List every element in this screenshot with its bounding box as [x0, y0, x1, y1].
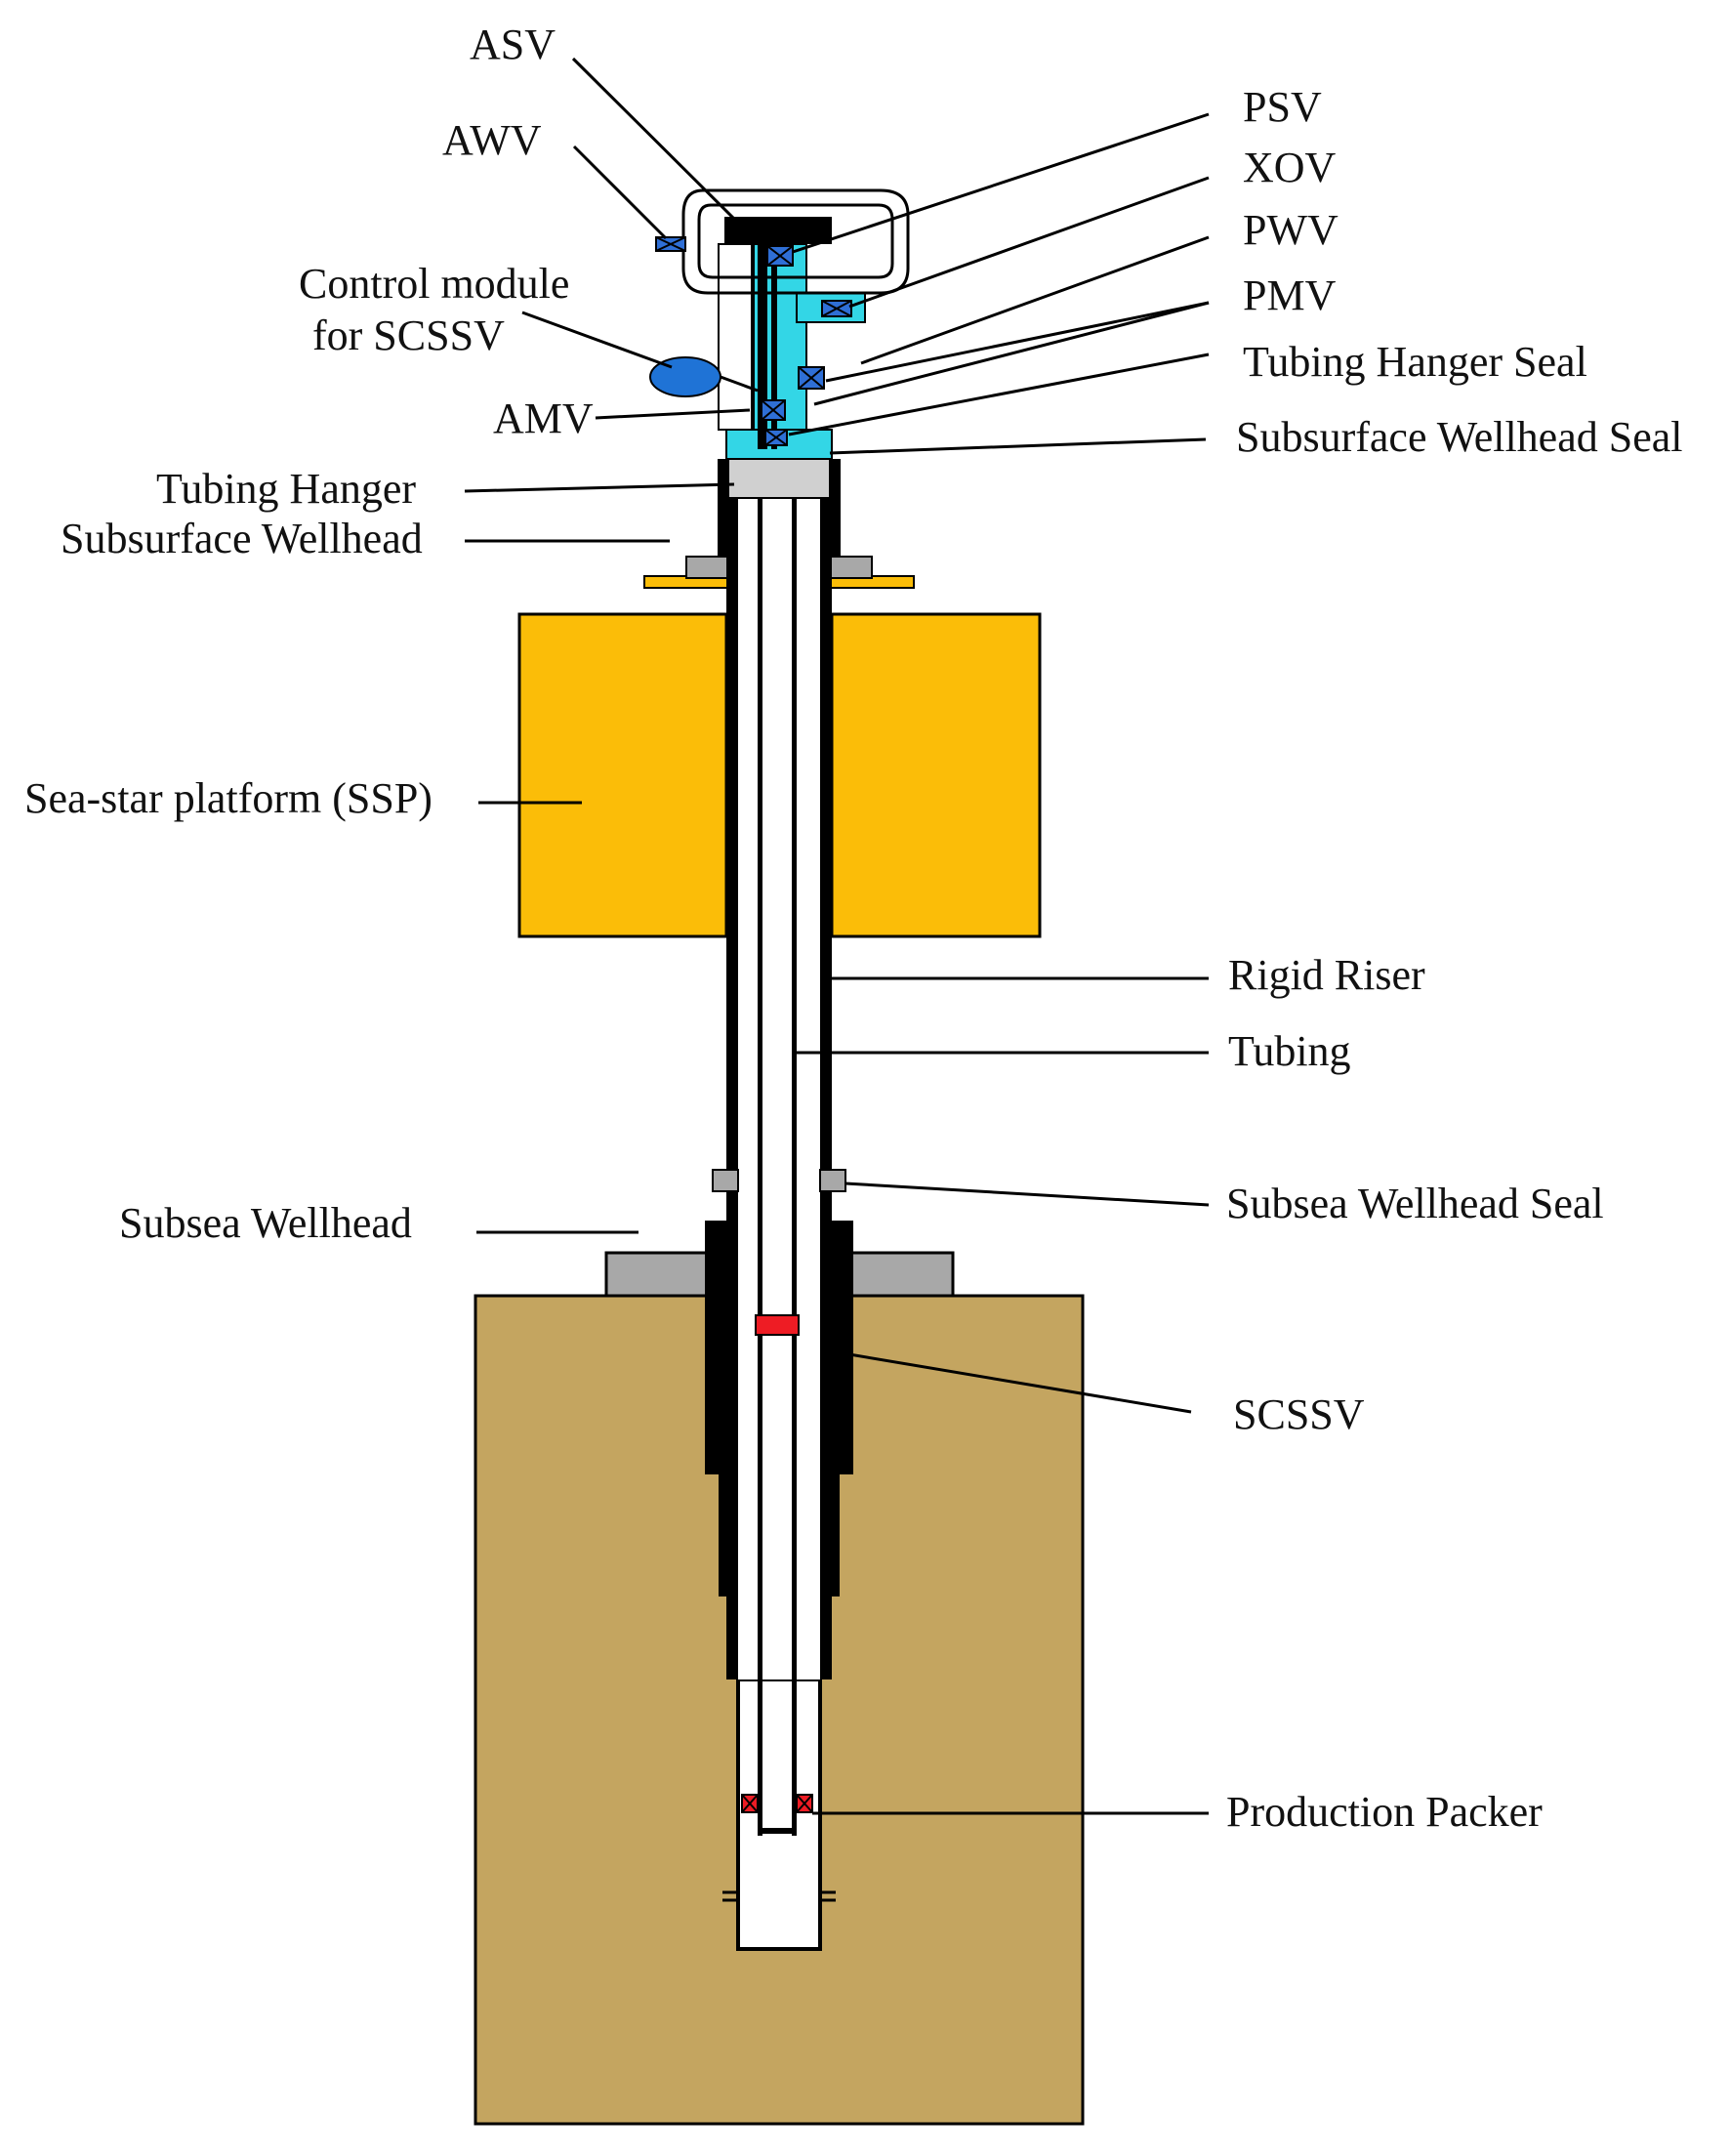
- perforations: [722, 1890, 836, 1902]
- pmv-valve: [764, 429, 788, 446]
- rigid-riser-left-wall: [726, 459, 738, 1240]
- tree-cap: [724, 217, 832, 244]
- xov-valve: [821, 300, 852, 317]
- liner: [736, 1678, 822, 1951]
- sea-star-platform-right: [830, 612, 1042, 938]
- riser-bore: [738, 459, 820, 1679]
- control-line: [720, 375, 759, 393]
- label-control-module-line2: for SCSSV: [312, 311, 505, 359]
- awv-valve: [655, 236, 686, 252]
- label-subsurface-wellhead-seal: Subsurface Wellhead Seal: [1236, 413, 1683, 461]
- subsurface-wellhead-left: [718, 459, 729, 557]
- production-casing-right: [820, 1221, 832, 1679]
- subsea-wellhead-seal-right: [819, 1169, 846, 1192]
- label-pmv: PMV: [1243, 271, 1337, 319]
- label-subsea-wellhead: Subsea Wellhead: [119, 1199, 412, 1247]
- tubing-bottom: [758, 1828, 797, 1834]
- label-rigid-riser: Rigid Riser: [1228, 951, 1425, 999]
- leader-lines: [464, 57, 1210, 1815]
- rigid-riser-right-wall: [820, 459, 832, 1240]
- label-amv: AMV: [493, 394, 594, 442]
- label-scssv: SCSSV: [1233, 1390, 1365, 1438]
- tubing-hanger: [726, 458, 832, 499]
- label-tubing-hanger: Tubing Hanger: [156, 465, 416, 513]
- label-pwv: PWV: [1243, 206, 1339, 254]
- pwv-valve: [798, 366, 825, 390]
- label-subsurface-wellhead: Subsurface Wellhead: [61, 515, 423, 562]
- scssv-valve: [755, 1314, 800, 1336]
- label-awv: AWV: [442, 116, 542, 164]
- label-subsea-wellhead-seal: Subsea Wellhead Seal: [1226, 1180, 1604, 1227]
- tubing-left-wall: [758, 449, 762, 1836]
- label-psv: PSV: [1243, 83, 1322, 131]
- label-xov: XOV: [1243, 144, 1337, 191]
- subsurface-wellhead-right: [829, 459, 841, 557]
- annulus-loop: [681, 188, 910, 295]
- sea-star-platform-left: [517, 612, 728, 938]
- label-tubing-hanger-seal: Tubing Hanger Seal: [1243, 338, 1587, 386]
- label-control-module-line1: Control module: [299, 260, 569, 308]
- label-production-packer: Production Packer: [1226, 1788, 1543, 1836]
- label-tubing: Tubing: [1228, 1027, 1351, 1075]
- label-asv: ASV: [470, 21, 556, 68]
- psv-valve: [766, 245, 794, 267]
- amv-valve: [761, 399, 786, 421]
- production-casing-left: [726, 1221, 738, 1679]
- label-sea-star-platform: Sea-star platform (SSP): [24, 774, 432, 822]
- christmas-tree: [718, 243, 866, 460]
- production-packer: [741, 1794, 813, 1813]
- tubing-right-wall: [792, 449, 797, 1836]
- subsea-wellhead-seal-left: [712, 1169, 739, 1192]
